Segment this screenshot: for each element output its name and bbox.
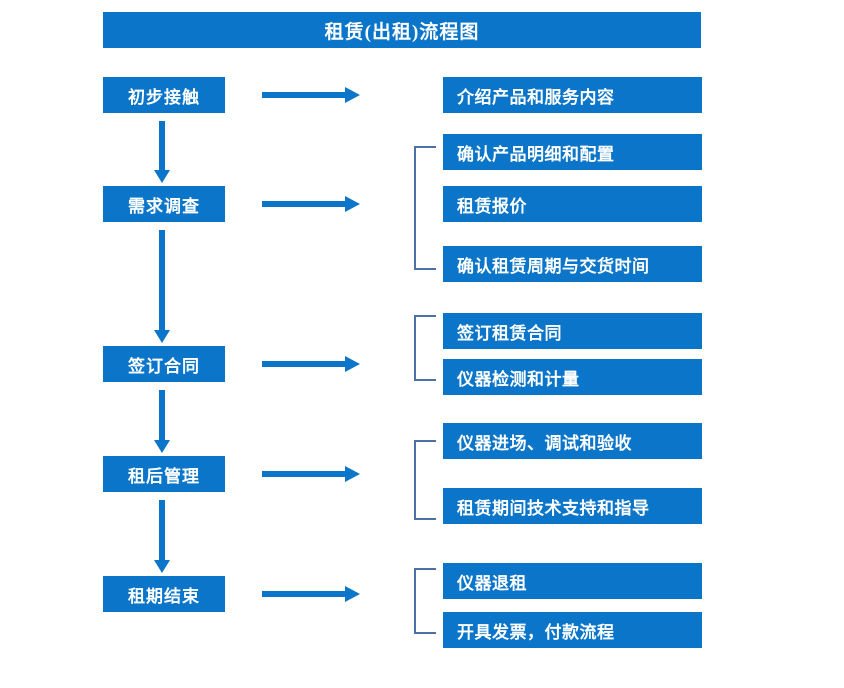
- detail-box-technical-support[interactable]: 租赁期间技术支持和指导: [443, 488, 702, 524]
- down-arrow-icon-contract-to-management: [154, 390, 170, 453]
- stage-box-lease-end[interactable]: 租期结束: [103, 576, 225, 612]
- detail-box-instrument-testing[interactable]: 仪器检测和计量: [443, 359, 702, 395]
- stage-box-post-rental-management[interactable]: 租后管理: [103, 456, 225, 492]
- detail-box-rental-quotation[interactable]: 租赁报价: [443, 186, 702, 222]
- detail-box-sign-rental-contract[interactable]: 签订租赁合同: [443, 313, 702, 349]
- stage-box-requirement-survey[interactable]: 需求调查: [103, 186, 225, 222]
- stage-box-sign-contract[interactable]: 签订合同: [103, 346, 225, 382]
- right-arrow-icon-lease-end: [262, 586, 360, 602]
- page-title: 租赁(出租)流程图: [103, 12, 701, 48]
- detail-box-instrument-return[interactable]: 仪器退租: [443, 563, 702, 599]
- down-arrow-icon-survey-to-contract: [154, 230, 170, 343]
- down-arrow-icon-contact-to-survey: [154, 121, 170, 183]
- bracket-group-lease-end: [414, 568, 436, 634]
- detail-box-invoice-payment[interactable]: 开具发票，付款流程: [443, 612, 702, 648]
- bracket-group-post-rental-management: [414, 440, 436, 520]
- detail-box-confirm-lease-period[interactable]: 确认租赁周期与交货时间: [443, 246, 702, 282]
- stage-box-initial-contact[interactable]: 初步接触: [103, 77, 225, 113]
- right-arrow-icon-sign-contract: [262, 356, 360, 372]
- right-arrow-icon-requirement-survey: [262, 196, 360, 212]
- detail-box-instrument-entry-commissioning[interactable]: 仪器进场、调试和验收: [443, 423, 702, 459]
- right-arrow-icon-initial-contact: [262, 87, 360, 103]
- down-arrow-icon-management-to-end: [154, 500, 170, 573]
- right-arrow-icon-post-rental-management: [262, 466, 360, 482]
- bracket-group-sign-contract: [414, 315, 436, 381]
- detail-box-introduce-products[interactable]: 介绍产品和服务内容: [443, 77, 702, 113]
- detail-box-confirm-product-details[interactable]: 确认产品明细和配置: [443, 134, 702, 170]
- bracket-group-requirement-survey: [414, 146, 436, 270]
